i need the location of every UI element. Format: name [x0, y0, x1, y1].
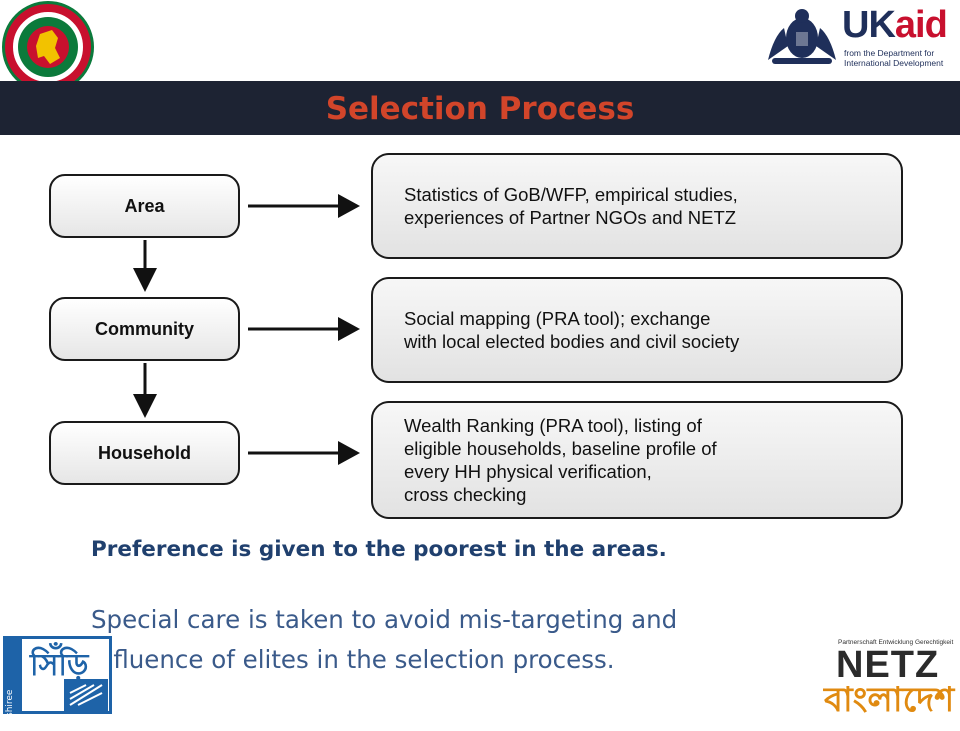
netz-bangladesh-logo: Partnerschaft Entwicklung Gerechtigkeit …	[824, 638, 956, 720]
shiree-wordmark: shiree	[5, 689, 15, 717]
arrow-area-to-description	[248, 194, 360, 218]
government-seal-logo	[0, 0, 96, 96]
shiree-emblem-icon	[64, 679, 108, 711]
page-title: Selection Process	[325, 91, 635, 127]
arrow-household-to-description	[248, 441, 360, 465]
description-box-area: Statistics of GoB/WFP, empirical studies…	[371, 153, 903, 259]
royal-crest-icon	[768, 9, 836, 64]
description-text: Wealth Ranking (PRA tool), listing of el…	[404, 415, 717, 505]
description-box-household: Wealth Ranking (PRA tool), listing of el…	[371, 401, 903, 519]
description-text: Statistics of GoB/WFP, empirical studies…	[404, 184, 738, 228]
ukaid-wordmark: UKaid	[842, 4, 948, 46]
shiree-bangla-glyph: সিঁড়ি	[30, 648, 89, 683]
netz-tagline: Partnerschaft Entwicklung Gerechtigkeit	[838, 639, 954, 646]
preference-statement: Preference is given to the poorest in th…	[91, 537, 667, 562]
arrow-community-to-description	[248, 317, 360, 341]
ukaid-logo: UKaid from the Department for Internatio…	[760, 4, 956, 72]
netz-wordmark: NETZ	[836, 644, 940, 686]
level-node-area: Area	[49, 174, 240, 238]
ukaid-subtitle: from the Department for International De…	[844, 48, 944, 68]
shiree-logo: সিঁড়ি shiree	[3, 636, 112, 717]
level-node-community: Community	[49, 297, 240, 361]
description-text: Social mapping (PRA tool); exchange with…	[404, 308, 740, 352]
description-box-community: Social mapping (PRA tool); exchange with…	[371, 277, 903, 383]
arrow-area-to-community	[133, 240, 157, 292]
special-care-statement: Special care is taken to avoid mis-targe…	[91, 605, 678, 674]
level-label: Household	[98, 442, 191, 463]
level-label: Community	[95, 318, 194, 339]
arrow-community-to-household	[133, 363, 157, 418]
title-bar: Selection Process	[0, 81, 960, 135]
netz-bangla-wordmark: বাংলাদেশ	[824, 680, 955, 720]
level-label: Area	[124, 195, 165, 216]
level-node-household: Household	[49, 421, 240, 485]
